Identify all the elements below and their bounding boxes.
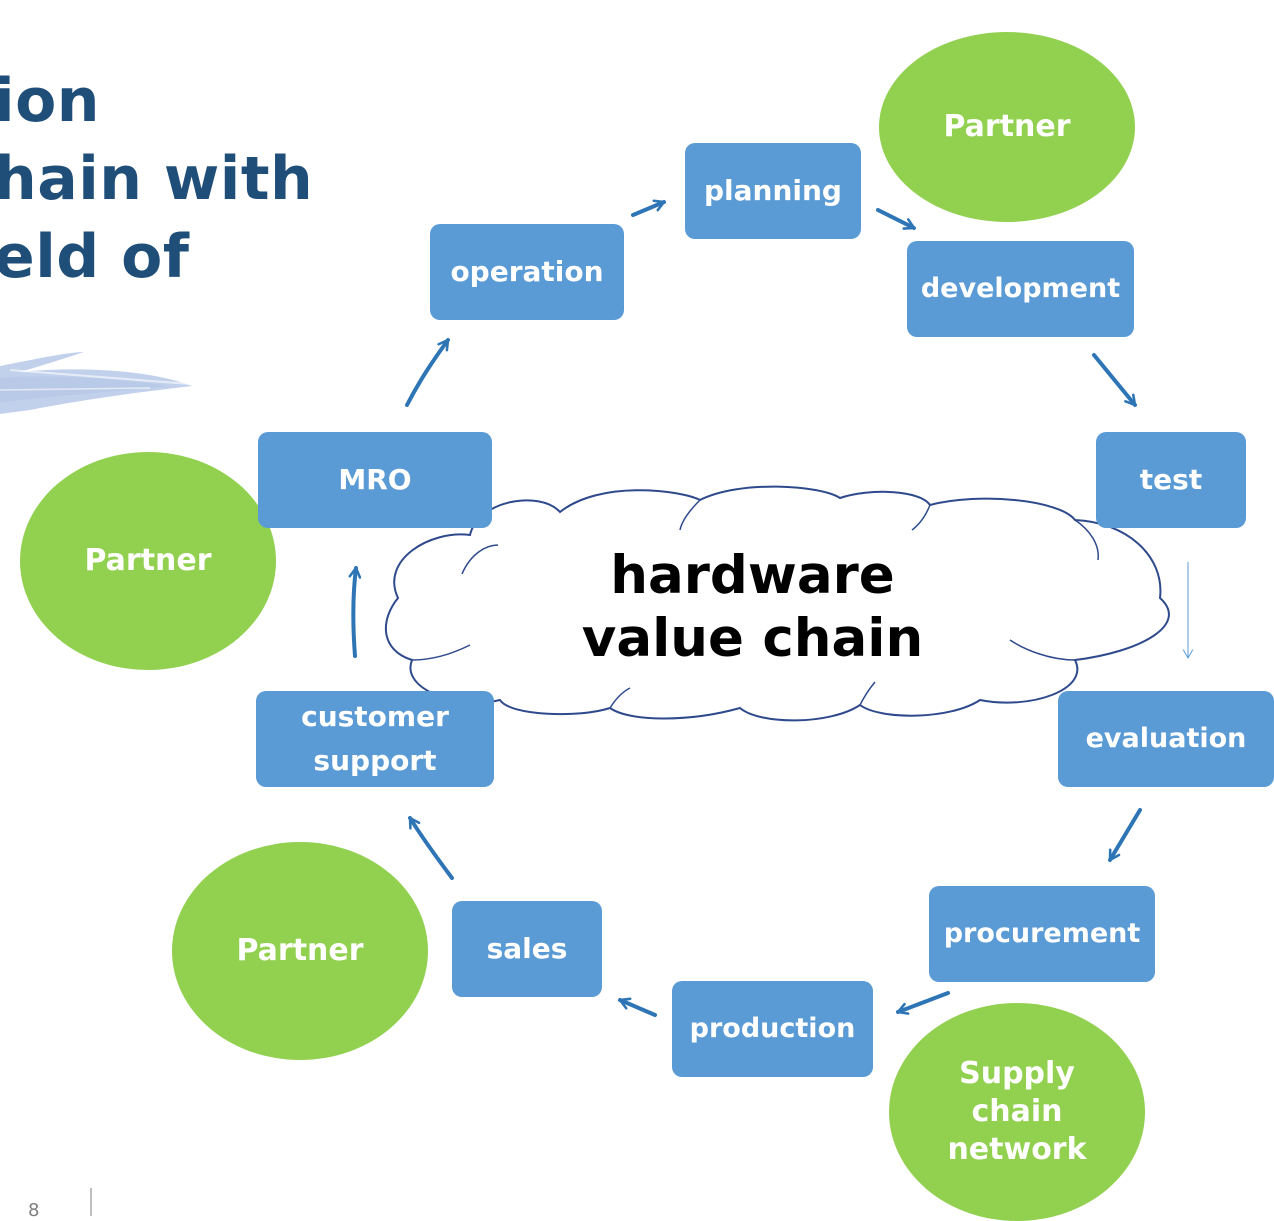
stage-label: procurement [943, 918, 1141, 949]
stage-operation: operation [430, 224, 624, 320]
stage-customer-support: customer support [256, 691, 494, 787]
partner-label: Partner [84, 543, 212, 578]
partner-circle-top-right: Partner [879, 32, 1135, 222]
customer-support-line-1: customer [301, 700, 449, 733]
stage-label: development [920, 273, 1121, 304]
partner-label: Partner [943, 109, 1071, 144]
stage-development: development [907, 241, 1134, 337]
stage-label: production [689, 1013, 856, 1044]
arrow-procurement-to-production [896, 991, 950, 1015]
supply-chain-line-2: chain [971, 1094, 1063, 1129]
arrow-customer-support-to-mro [348, 566, 362, 658]
arrow-production-to-sales [618, 997, 657, 1017]
stage-label: planning [704, 174, 842, 207]
stage-label: operation [450, 255, 604, 288]
stage-production: production [672, 981, 873, 1077]
partner-circle-bottom-left: Partner [172, 842, 428, 1060]
footer-divider [90, 1188, 92, 1216]
flow-arrows [348, 199, 1142, 1017]
slide-title: ion hain with eld of [0, 62, 324, 296]
page-number: 8 [28, 1200, 40, 1221]
cloud-shape [384, 485, 1170, 722]
cloud-label: hardware value chain [560, 544, 945, 670]
title-line-1: ion [0, 66, 101, 136]
stage-planning: planning [685, 143, 861, 239]
stage-procurement: procurement [929, 886, 1155, 982]
supply-chain-line-3: network [947, 1132, 1087, 1167]
brush-stroke-decoration [0, 352, 192, 414]
arrow-sales-to-customer-support [408, 816, 454, 880]
stage-mro: MRO [258, 432, 492, 528]
supply-chain-network-circle: Supply chain network [889, 1003, 1145, 1221]
stage-label: sales [486, 932, 568, 965]
stage-sales: sales [452, 901, 602, 997]
arrow-mro-to-operation [405, 338, 450, 407]
arrow-operation-to-planning [631, 199, 666, 217]
stage-label: evaluation [1085, 723, 1247, 754]
stage-test: test [1096, 432, 1246, 528]
title-line-3: eld of [0, 222, 190, 292]
stage-label: MRO [338, 463, 412, 496]
arrow-development-to-test [1092, 353, 1137, 407]
stage-label: test [1139, 463, 1203, 496]
supply-chain-line-1: Supply [959, 1056, 1075, 1091]
cloud-label-line-2: value chain [581, 608, 924, 669]
cloud-label-line-1: hardware [610, 545, 895, 606]
title-line-2: hain with [0, 144, 314, 214]
arrow-planning-to-development [876, 208, 916, 230]
stage-evaluation: evaluation [1058, 691, 1274, 787]
partner-circle-left: Partner [20, 452, 276, 670]
arrow-evaluation-to-procurement [1108, 808, 1142, 862]
partner-label: Partner [236, 933, 364, 968]
customer-support-line-2: support [313, 744, 437, 777]
